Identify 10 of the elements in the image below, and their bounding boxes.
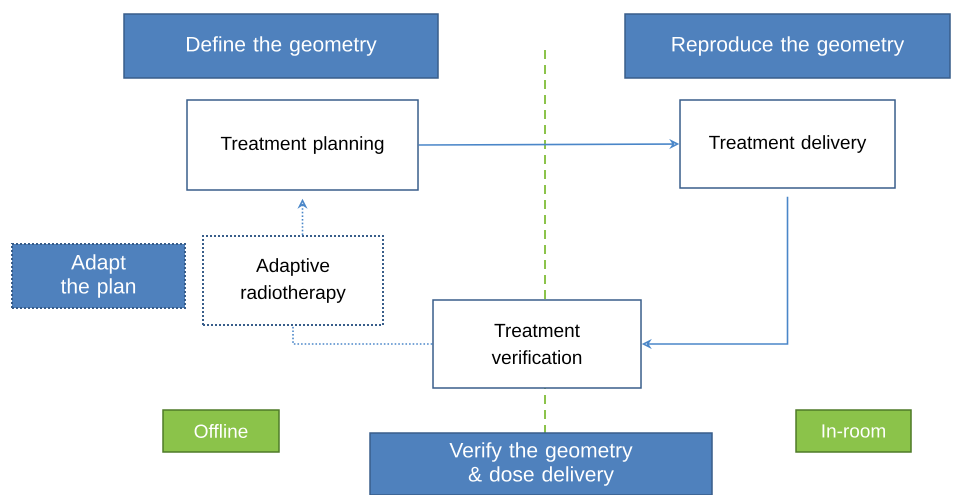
tag-box: In-room [795, 409, 912, 453]
process-box: Adaptive radiotherapy [202, 235, 384, 326]
heading-band: Verify the geometry & dose delivery [369, 432, 713, 495]
process-box: Treatment delivery [679, 99, 896, 189]
process-box: Treatment verification [432, 299, 642, 389]
heading-band: Reproduce the geometry [624, 13, 951, 79]
heading-band: Define the geometry [123, 13, 439, 79]
tag-box: Offline [162, 409, 280, 453]
process-box: Treatment planning [186, 99, 419, 191]
textured-box: Adapt the plan [11, 243, 186, 309]
